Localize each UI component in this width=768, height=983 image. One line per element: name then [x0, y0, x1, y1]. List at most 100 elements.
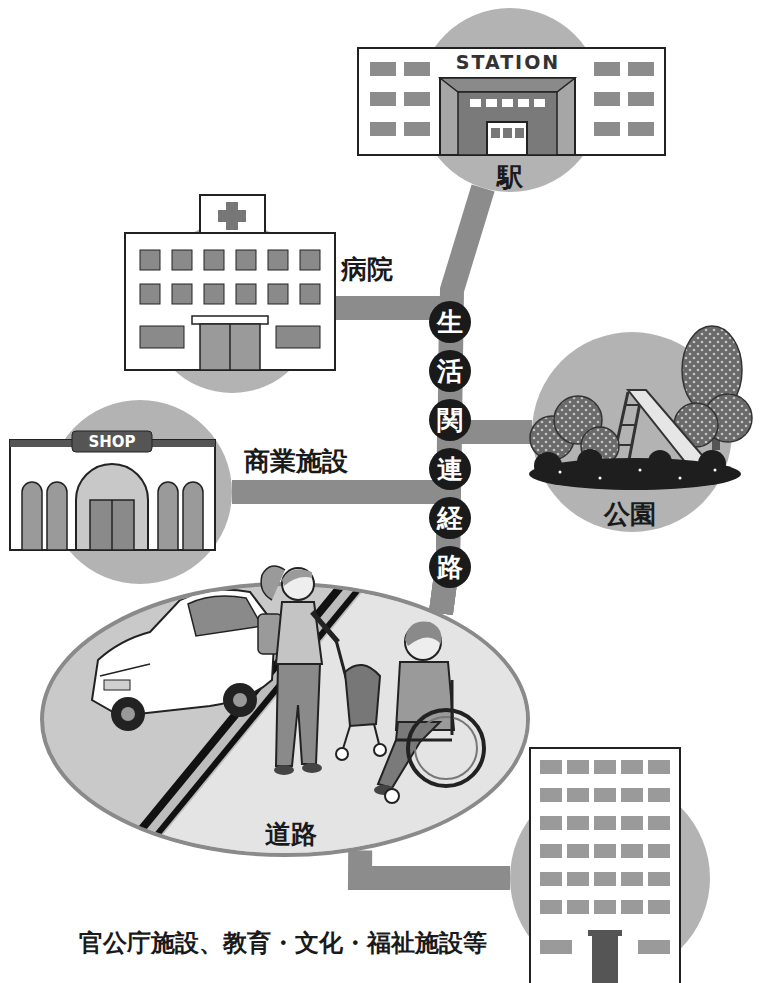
illustration-part	[648, 760, 670, 774]
node-label: 官公庁施設、教育・文化・福祉施設等	[79, 929, 487, 958]
illustration-part	[282, 568, 314, 600]
station-sign: STATION	[456, 51, 560, 74]
shop-sign: SHOP	[88, 433, 135, 451]
illustration-part	[679, 477, 682, 480]
illustration-part	[540, 900, 562, 914]
illustration-part	[594, 92, 620, 106]
public-building	[530, 748, 680, 983]
illustration-part	[628, 62, 654, 76]
illustration-part	[567, 816, 589, 830]
illustration-part	[503, 128, 512, 138]
illustration-part	[125, 233, 335, 370]
illustration-part	[620, 424, 635, 426]
illustration-part	[639, 469, 642, 472]
illustration-part	[223, 683, 257, 717]
illustration-part	[358, 48, 665, 155]
illustration-part	[111, 500, 113, 550]
illustration-part	[108, 580, 346, 870]
illustration-part	[229, 324, 231, 370]
illustration-part	[648, 844, 670, 858]
illustration-part	[10, 440, 215, 550]
illustration-part	[22, 482, 42, 550]
illustration-part	[540, 844, 562, 858]
illustration-part	[404, 62, 430, 76]
illustration-part	[624, 404, 639, 406]
illustration-part	[274, 765, 294, 775]
illustration-part	[300, 250, 320, 270]
illustration-part	[594, 816, 616, 830]
illustration-part	[415, 717, 477, 779]
illustration-part	[312, 612, 338, 642]
illustration-part	[47, 482, 67, 550]
shop-sign-holder: SHOP	[88, 433, 135, 451]
illustration-part	[108, 580, 372, 870]
illustration-part	[404, 122, 430, 136]
illustration-part	[621, 788, 643, 802]
illustration-part	[540, 760, 562, 774]
illustration-part	[440, 78, 575, 155]
illustration-part	[370, 92, 396, 106]
illustration-part	[594, 760, 616, 774]
illustration-part	[487, 122, 527, 155]
route-name: 生活関連経路	[437, 298, 463, 592]
illustration-part	[140, 326, 184, 348]
illustration-part	[100, 664, 150, 676]
illustration-part	[628, 122, 654, 136]
illustration-part	[140, 284, 160, 304]
node-label-holder: 駅	[497, 162, 523, 193]
illustration-part	[567, 760, 589, 774]
node-label-holder: 官公庁施設、教育・文化・福祉施設等	[79, 929, 487, 958]
illustration-part	[491, 128, 500, 138]
illustration-part	[121, 707, 135, 721]
illustration-part	[276, 664, 320, 766]
illustration-part	[594, 844, 616, 858]
illustration-part	[648, 788, 670, 802]
illustration-part	[282, 569, 312, 586]
illustration-part	[236, 250, 256, 270]
illustration-part	[648, 816, 670, 830]
illustration-part	[218, 210, 246, 222]
illustration-part	[648, 900, 670, 914]
route-name-discs	[429, 301, 471, 588]
illustration-part	[204, 250, 224, 270]
illustration-part	[698, 450, 726, 478]
station-building	[358, 48, 665, 155]
illustration-part	[72, 431, 152, 452]
illustration-part	[594, 900, 616, 914]
illustration-part	[440, 78, 575, 92]
illustration-part	[200, 195, 265, 235]
node-label: 公園	[604, 499, 656, 530]
illustration-part	[540, 872, 562, 886]
illustration-part	[385, 789, 399, 803]
illustration-part	[200, 324, 260, 370]
illustration-part	[268, 250, 288, 270]
illustration-part	[621, 816, 643, 830]
illustration-part	[518, 99, 529, 107]
park-scene	[529, 326, 752, 490]
illustration-part	[111, 697, 145, 731]
illustration-part	[534, 452, 562, 480]
illustration-part	[567, 872, 589, 886]
illustration-part	[396, 739, 452, 742]
illustration-part	[172, 250, 192, 270]
illustration-part	[276, 326, 320, 348]
node-label-holder: 道路	[265, 819, 317, 850]
illustration-part	[502, 99, 513, 107]
illustration-part	[540, 940, 572, 954]
illustration-part	[540, 760, 670, 954]
illustration-part	[90, 500, 134, 550]
illustration-part	[370, 62, 396, 76]
illustration-part	[300, 284, 320, 304]
node-label-holder: 商業施設	[244, 446, 348, 477]
illustration-part	[92, 590, 275, 716]
illustration-part	[374, 744, 386, 756]
illustration-part	[638, 940, 670, 954]
illustration-part	[192, 316, 268, 324]
illustration-part	[345, 665, 380, 726]
illustration-part	[577, 449, 603, 475]
illustration-part	[183, 482, 203, 550]
illustration-part	[621, 872, 643, 886]
illustration-part	[470, 99, 481, 107]
illustration-part	[486, 99, 497, 107]
